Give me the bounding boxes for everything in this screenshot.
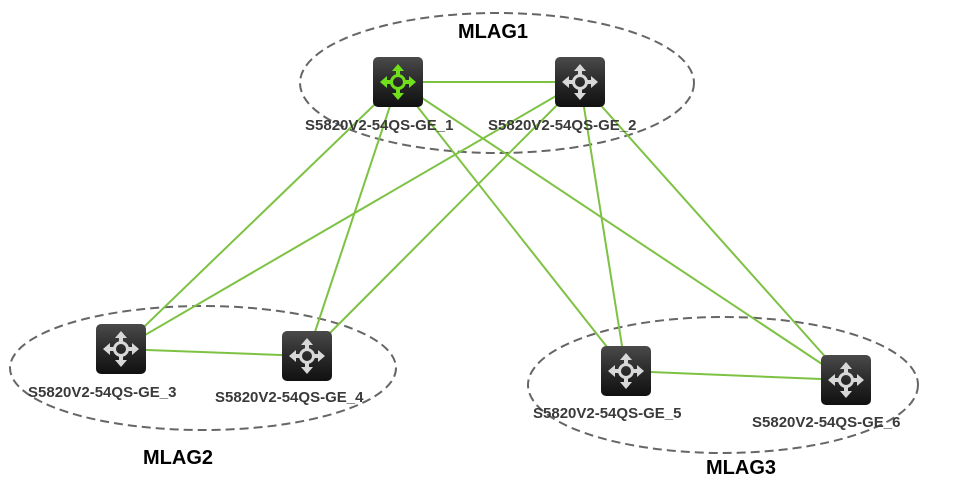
device-label-ge4: S5820V2-54QS-GE_4 — [215, 389, 364, 406]
link-ge2-ge3[interactable] — [120, 81, 581, 350]
device-label-ge2: S5820V2-54QS-GE_2 — [488, 117, 636, 134]
group-label-mlag2: MLAG2 — [143, 447, 213, 469]
switch-icon — [103, 331, 139, 367]
switch-icon — [380, 64, 416, 100]
device-label-ge6: S5820V2-54QS-GE_6 — [752, 414, 900, 431]
group-outline-mlag2[interactable] — [9, 305, 397, 431]
group-label-mlag3: MLAG3 — [706, 457, 776, 479]
link-ge1-ge5[interactable] — [397, 81, 627, 372]
link-ge1-ge6[interactable] — [397, 81, 847, 381]
device-ge6[interactable] — [821, 355, 871, 405]
device-body[interactable] — [282, 331, 332, 381]
device-body[interactable] — [373, 57, 423, 107]
device-ge3[interactable] — [96, 324, 146, 374]
device-ge1[interactable] — [373, 57, 423, 107]
link-ge3-ge4[interactable] — [120, 348, 308, 357]
switch-icon — [562, 64, 598, 100]
device-ge2[interactable] — [555, 57, 605, 107]
device-label-ge1: S5820V2-54QS-GE_1 — [305, 117, 453, 134]
group-outline-mlag3[interactable] — [527, 316, 919, 454]
link-ge1-ge4[interactable] — [306, 81, 399, 357]
device-label-ge5: S5820V2-54QS-GE_5 — [533, 405, 681, 422]
device-ge4[interactable] — [282, 331, 332, 381]
device-body[interactable] — [96, 324, 146, 374]
device-body[interactable] — [601, 346, 651, 396]
link-ge2-ge6[interactable] — [579, 81, 847, 381]
link-ge2-ge5[interactable] — [579, 81, 627, 372]
device-body[interactable] — [821, 355, 871, 405]
group-outline-mlag1[interactable] — [299, 12, 695, 154]
switch-icon — [828, 362, 864, 398]
switch-icon — [289, 338, 325, 374]
device-label-ge3: S5820V2-54QS-GE_3 — [28, 384, 176, 401]
device-body[interactable] — [555, 57, 605, 107]
device-ge5[interactable] — [601, 346, 651, 396]
link-ge2-ge4[interactable] — [306, 81, 581, 357]
link-ge1-ge3[interactable] — [120, 81, 399, 350]
group-label-mlag1: MLAG1 — [458, 21, 528, 43]
link-ge5-ge6[interactable] — [625, 370, 847, 381]
switch-icon — [608, 353, 644, 389]
